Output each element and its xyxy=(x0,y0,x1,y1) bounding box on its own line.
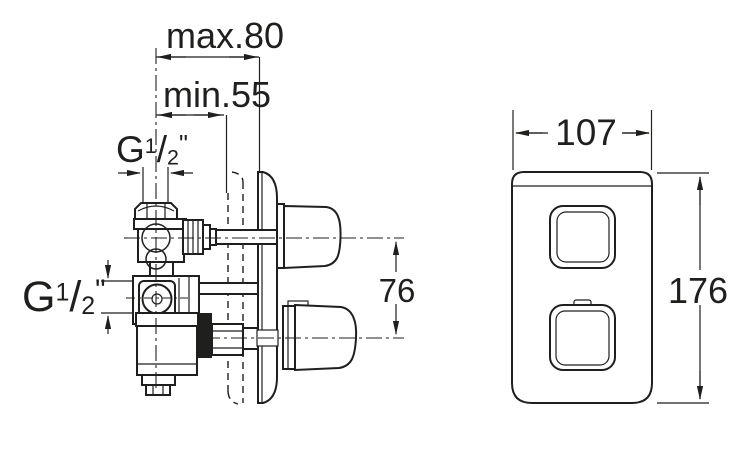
thread-label-top: G1/2" xyxy=(116,131,188,169)
thread-top-dimension-lines xyxy=(118,167,193,203)
thread-unit: " xyxy=(95,274,106,307)
front-knob-bottom xyxy=(549,299,616,371)
dimension-label-height: 176 xyxy=(667,270,729,311)
thread-slash: / xyxy=(69,273,82,321)
thread-label-side: G1/2" xyxy=(22,276,106,319)
connection-pipes xyxy=(198,229,279,347)
thread-numerator: 1 xyxy=(55,278,70,307)
thread-prefix: G xyxy=(22,273,56,321)
mounting-plate-side xyxy=(257,171,278,404)
dimension-label-max-depth: max.80 xyxy=(165,15,285,56)
front-knob-top xyxy=(549,205,616,269)
centerlines xyxy=(124,48,404,392)
front-plate xyxy=(511,171,653,404)
valve-body xyxy=(132,202,259,396)
handle-top-side xyxy=(276,203,342,270)
dimension-label-spacing: 76 xyxy=(378,272,416,309)
thread-denominator: 2 xyxy=(167,145,179,170)
thread-slash: / xyxy=(156,129,167,170)
thread-numerator: 1 xyxy=(144,134,157,158)
thread-denominator: 2 xyxy=(81,291,96,320)
dimension-max-depth-lines xyxy=(156,53,261,171)
dimension-width-lines xyxy=(512,110,653,170)
thread-unit: " xyxy=(178,130,188,159)
handle-bottom-side xyxy=(282,300,358,372)
thread-prefix: G xyxy=(116,129,145,170)
dimension-min-depth-lines xyxy=(156,111,228,193)
dimension-label-min-depth: min.55 xyxy=(162,74,272,115)
dimension-label-width: 107 xyxy=(555,112,617,153)
dimension-height-lines xyxy=(657,172,709,404)
